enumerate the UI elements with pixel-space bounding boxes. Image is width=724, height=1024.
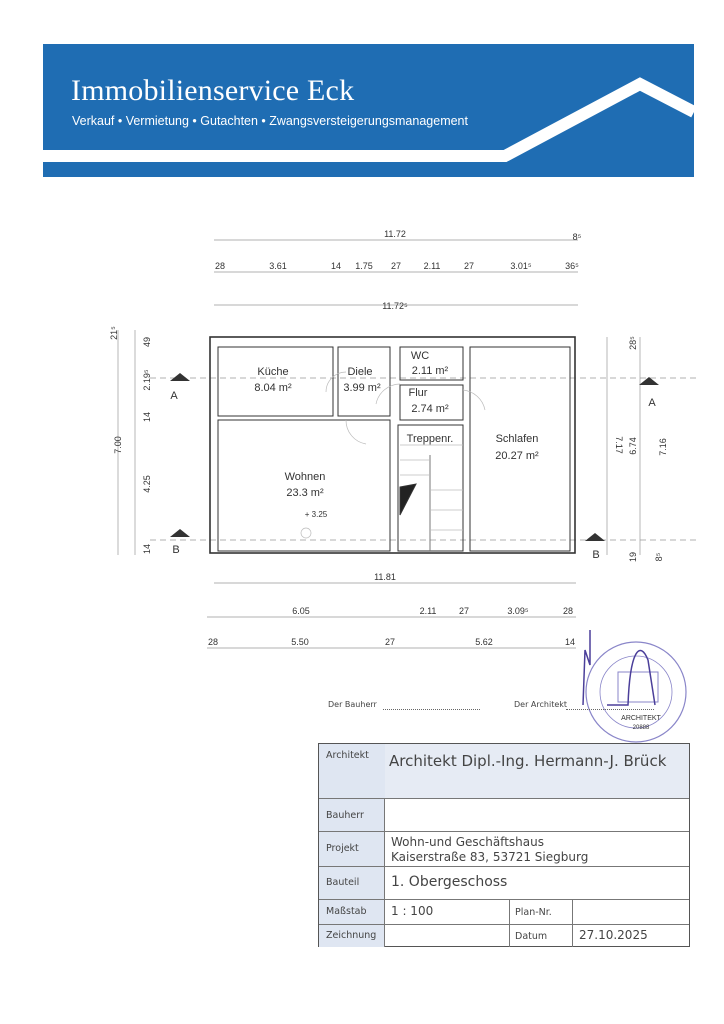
stairs <box>300 371 486 539</box>
dim-label: 27 <box>459 606 469 616</box>
section-markers: A A B B <box>170 373 659 561</box>
section-label: A <box>648 397 656 409</box>
datum-label: Datum <box>509 925 573 947</box>
datum-value: 27.10.2025 <box>579 928 648 942</box>
bauherr-label: Bauherr <box>319 799 385 832</box>
dim-label: 21⁵ <box>109 326 119 340</box>
room-area: 23.3 m² <box>286 487 324 499</box>
zeichnung-label: Zeichnung <box>319 925 385 947</box>
architect-signature-line <box>566 709 654 710</box>
bauteil-value: 1. Obergeschoss <box>391 874 508 890</box>
section-arrow-icon <box>170 529 190 537</box>
room-name: Wohnen <box>285 471 326 483</box>
section-label: A <box>170 390 178 402</box>
room-name: Diele <box>347 366 372 378</box>
architect-signature-label: Der Architekt <box>514 700 568 709</box>
room-name: Küche <box>257 366 288 378</box>
dim-label: 27 <box>464 261 474 271</box>
projekt-line1: Wohn-und Geschäftshaus <box>391 835 544 849</box>
dim-label: 7.00 <box>113 436 123 454</box>
dim-label: 28 <box>563 606 573 616</box>
dim-label: 11.72 <box>384 229 406 239</box>
architect-stamp: ARCHITEKT 20888 <box>582 630 687 743</box>
dimension-labels: 11.72 8⁵ 28 3.61 14 1.75 27 2.11 27 3.01… <box>109 229 668 647</box>
owner-signature-label: Der Bauherr <box>328 700 377 709</box>
room-area: 20.27 m² <box>495 450 539 462</box>
dim-label: 2.11 <box>424 261 441 271</box>
dim-label: 36⁵ <box>565 261 579 271</box>
dim-label: 2.19⁵ <box>142 369 152 391</box>
walls <box>209 336 576 554</box>
massstab-label: Maßstab <box>319 900 385 925</box>
dim-label: 1.75 <box>355 261 373 271</box>
svg-text:ARCHITEKT: ARCHITEKT <box>621 715 661 722</box>
room-name: WC <box>411 350 429 362</box>
dim-label: 14 <box>565 637 575 647</box>
company-name: Immobilienservice Eck <box>71 74 355 107</box>
architekt-label: Architekt <box>319 744 385 798</box>
room-labels: Küche 8.04 m² Diele 3.99 m² WC 2.11 m² F… <box>254 350 539 519</box>
title-block: Architekt Architekt Dipl.-Ing. Hermann-J… <box>318 743 690 947</box>
roof-line-graphic <box>43 77 694 162</box>
room-name: Treppenr. <box>407 433 454 445</box>
architekt-value: Architekt Dipl.-Ing. Hermann-J. Brück <box>389 752 667 770</box>
dim-label: 8⁵ <box>654 552 664 561</box>
dim-label: 19 <box>628 552 638 562</box>
dim-label: 4.25 <box>142 475 152 493</box>
dim-label: 28⁵ <box>628 336 638 350</box>
dim-label: 3.01⁵ <box>510 261 532 271</box>
company-tagline: Verkauf • Vermietung • Gutachten • Zwang… <box>72 114 468 128</box>
dim-label: 5.62 <box>475 637 493 647</box>
room-area: 8.04 m² <box>254 382 292 394</box>
section-arrow-icon <box>170 373 190 381</box>
section-arrow-icon <box>639 377 659 385</box>
section-arrow-icon <box>585 533 605 541</box>
section-label: B <box>172 544 179 556</box>
dim-label: 11.72⁵ <box>382 301 408 311</box>
plannr-label: Plan-Nr. <box>509 900 573 925</box>
dim-label: 6.74 <box>628 437 638 455</box>
dim-label: 14 <box>331 261 341 271</box>
room-area: 2.11 m² <box>412 365 449 377</box>
bauteil-label: Bauteil <box>319 867 385 900</box>
dim-label: 5.50 <box>291 637 309 647</box>
room-name: Schlafen <box>496 433 539 445</box>
dim-label: 14 <box>142 412 152 422</box>
room-area: 2.74 m² <box>411 403 449 415</box>
dim-label: 27 <box>391 261 401 271</box>
projekt-line2: Kaiserstraße 83, 53721 Siegburg <box>391 850 589 864</box>
svg-text:20888: 20888 <box>633 725 650 731</box>
dim-label: 28 <box>215 261 225 271</box>
projekt-label: Projekt <box>319 832 385 867</box>
dimension-lines <box>117 239 700 649</box>
section-label: B <box>592 549 599 561</box>
dim-label: 3.09⁵ <box>507 606 529 616</box>
signature <box>582 630 656 706</box>
room-name: Flur <box>409 387 428 399</box>
dim-label: 8⁵ <box>573 232 582 242</box>
level-mark: + 3.25 <box>305 510 328 519</box>
dim-label: 2.11 <box>420 606 437 616</box>
dim-label: 28 <box>208 637 218 647</box>
room-area: 3.99 m² <box>343 382 381 394</box>
dim-label: 49 <box>142 337 152 347</box>
dim-label: 11.81 <box>374 572 396 582</box>
owner-signature-line <box>383 709 480 710</box>
dim-label: 6.05 <box>292 606 310 616</box>
company-banner: Immobilienservice Eck Verkauf • Vermietu… <box>43 44 694 177</box>
dim-label: 7.16 <box>658 438 668 456</box>
dim-label: 27 <box>385 637 395 647</box>
dim-label: 3.61 <box>269 261 287 271</box>
massstab-value: 1 : 100 <box>391 904 434 918</box>
dim-label: 14 <box>142 544 152 554</box>
dim-label: 7.17 <box>614 436 624 454</box>
